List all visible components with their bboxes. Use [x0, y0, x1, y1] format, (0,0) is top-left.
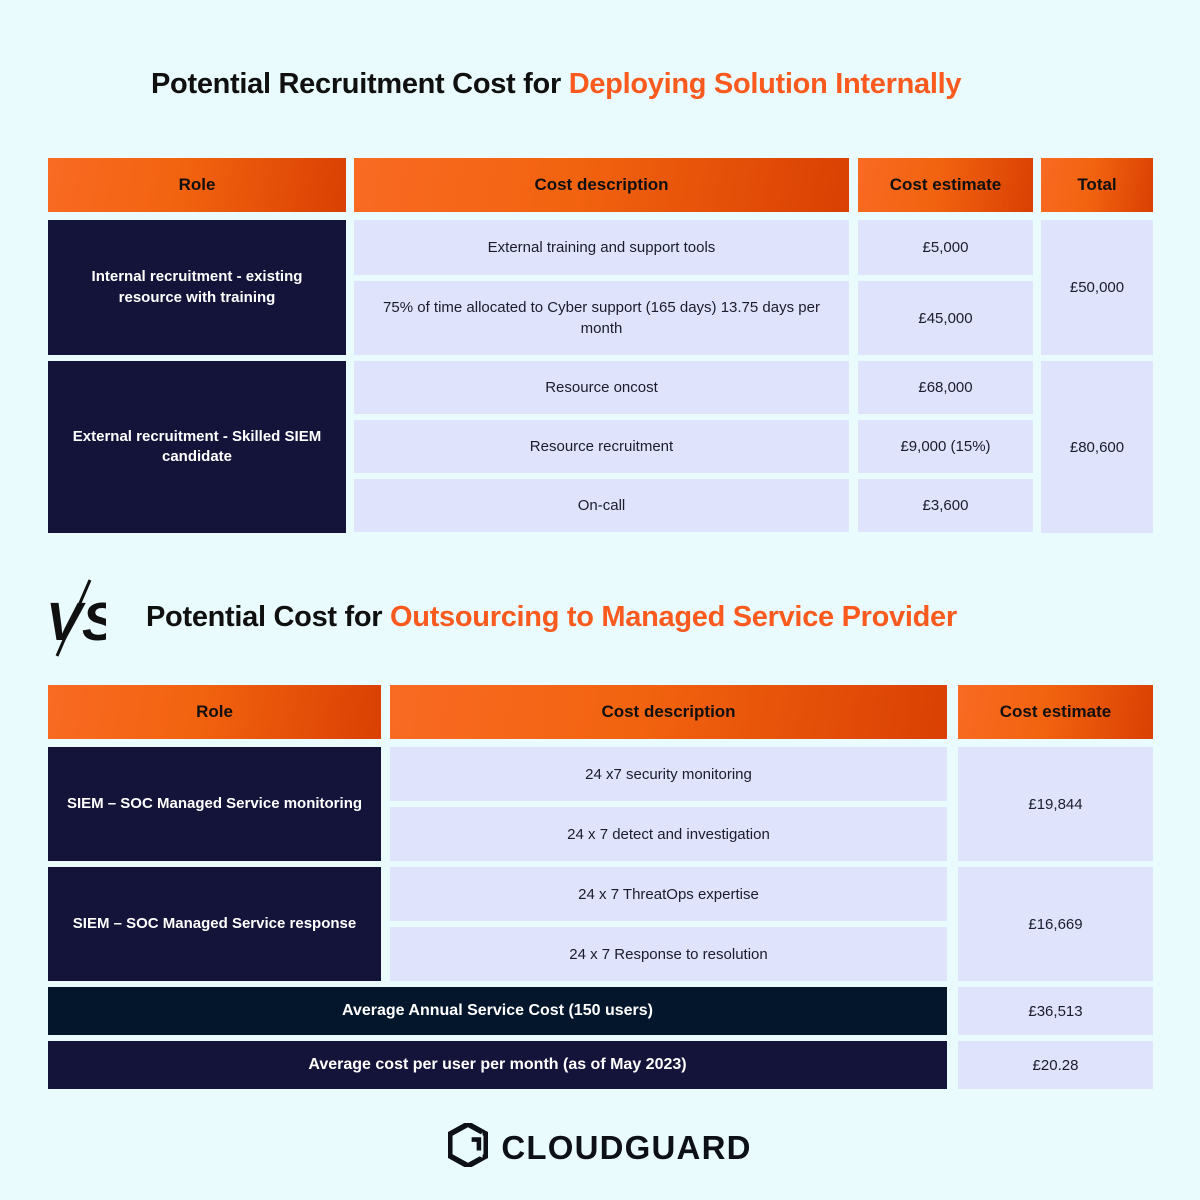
- role-label: SIEM – SOC Managed Service monitoring: [48, 747, 381, 861]
- section-1-title-accent: Deploying Solution Internally: [568, 68, 962, 100]
- table-2-group-response: SIEM – SOC Managed Service response 24 x…: [48, 867, 1153, 981]
- cost-estimate-value: £19,844: [958, 747, 1153, 861]
- table-row: 24 x 7 Response to resolution: [390, 927, 947, 981]
- description-column: 24 x 7 ThreatOps expertise 24 x 7 Respon…: [390, 867, 947, 981]
- group-total-value: £50,000: [1041, 220, 1153, 355]
- table-2-group-monitoring: SIEM – SOC Managed Service monitoring 24…: [48, 747, 1153, 861]
- cloudguard-hex-icon: [447, 1121, 490, 1172]
- table-1-group-internal: Internal recruitment - existing resource…: [48, 220, 1153, 355]
- table-2-header-description: Cost description: [390, 685, 947, 739]
- description-column: 24 x7 security monitoring 24 x 7 detect …: [390, 747, 947, 861]
- table-2-header-estimate: Cost estimate: [958, 685, 1153, 739]
- table-1-header-estimate: Cost estimate: [858, 158, 1033, 212]
- summary-value: £36,513: [958, 987, 1153, 1035]
- table-1-header-role: Role: [48, 158, 346, 212]
- footer-brand-logo: CLOUDGUARD: [0, 1121, 1200, 1172]
- group-total-value: £80,600: [1041, 361, 1153, 533]
- summary-row-annual: Average Annual Service Cost (150 users) …: [48, 987, 1153, 1035]
- cloudguard-wordmark: CLOUDGUARD: [501, 1128, 752, 1166]
- table-row: 75% of time allocated to Cyber support (…: [354, 281, 849, 355]
- table-row: 24 x7 security monitoring: [390, 747, 947, 801]
- table-1-header-description: Cost description: [354, 158, 849, 212]
- section-1-title: Potential Recruitment Cost for Deploying…: [151, 68, 961, 101]
- summary-value: £20.28: [958, 1041, 1153, 1089]
- table-row: 24 x 7 ThreatOps expertise: [390, 867, 947, 921]
- table-1-header-total: Total: [1041, 158, 1153, 212]
- table-row: On-call: [354, 479, 849, 532]
- cost-estimate-value: £9,000 (15%): [858, 420, 1033, 473]
- table-2-header-role: Role: [48, 685, 381, 739]
- role-label: SIEM – SOC Managed Service response: [48, 867, 381, 981]
- cost-estimate-value: £16,669: [958, 867, 1153, 981]
- vs-slash-icon: VS: [44, 578, 118, 658]
- estimate-column: £68,000 £9,000 (15%) £3,600: [858, 361, 1033, 532]
- cost-estimate-value: £68,000: [858, 361, 1033, 414]
- svg-text:VS: VS: [46, 592, 106, 652]
- section-2-title-accent: Outsourcing to Managed Service Provider: [390, 601, 957, 633]
- table-row: Resource oncost: [354, 361, 849, 414]
- table-2-header-row: Role Cost description Cost estimate: [48, 685, 1153, 739]
- role-label: External recruitment - Skilled SIEM cand…: [48, 361, 346, 533]
- table-row: 24 x 7 detect and investigation: [390, 807, 947, 861]
- section-2-title: Potential Cost for Outsourcing to Manage…: [146, 601, 957, 634]
- description-column: External training and support tools 75% …: [354, 220, 849, 355]
- table-1-header-row: Role Cost description Cost estimate Tota…: [48, 158, 1153, 212]
- summary-row-per-user: Average cost per user per month (as of M…: [48, 1041, 1153, 1089]
- cost-estimate-value: £45,000: [858, 281, 1033, 355]
- summary-label: Average cost per user per month (as of M…: [48, 1041, 947, 1089]
- table-1-group-external: External recruitment - Skilled SIEM cand…: [48, 361, 1153, 533]
- estimate-column: £5,000 £45,000: [858, 220, 1033, 355]
- internal-cost-table: Role Cost description Cost estimate Tota…: [48, 158, 1153, 539]
- section-2-title-plain: Potential Cost for: [146, 601, 391, 633]
- table-row: Resource recruitment: [354, 420, 849, 473]
- role-label: Internal recruitment - existing resource…: [48, 220, 346, 355]
- table-row: External training and support tools: [354, 220, 849, 275]
- summary-label: Average Annual Service Cost (150 users): [48, 987, 947, 1035]
- cost-estimate-value: £3,600: [858, 479, 1033, 532]
- section-1-title-plain: Potential Recruitment Cost for: [151, 68, 569, 100]
- cost-estimate-value: £5,000: [858, 220, 1033, 275]
- description-column: Resource oncost Resource recruitment On-…: [354, 361, 849, 532]
- outsourcing-cost-table: Role Cost description Cost estimate SIEM…: [48, 685, 1153, 1095]
